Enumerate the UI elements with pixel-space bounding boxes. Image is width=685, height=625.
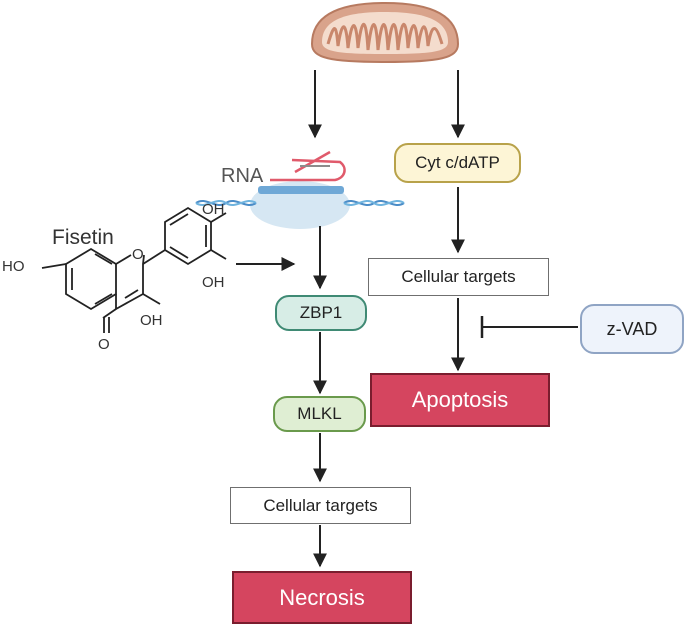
oh-bottom-label: OH	[140, 312, 163, 329]
oh-top-label: OH	[202, 201, 225, 218]
rna-label: RNA	[221, 165, 264, 187]
fisetin-structure	[41, 206, 227, 333]
cellular-targets-apoptosis-box: Cellular targets	[368, 258, 549, 296]
mitochondrion-icon	[310, 1, 460, 64]
fisetin-label: Fisetin	[52, 226, 114, 249]
oh-right-label: OH	[202, 274, 225, 291]
z-vad-box: z-VAD	[580, 304, 684, 354]
cyt-c-datp-box: Cyt c/dATP	[394, 143, 521, 183]
ring-oxygen-label: O	[132, 246, 144, 263]
rna-dna-icon	[195, 150, 405, 229]
necrosis-box: Necrosis	[232, 571, 412, 624]
ho-label: HO	[2, 258, 25, 275]
carbonyl-oxygen-label: O	[98, 336, 110, 353]
inhibition-line	[480, 316, 578, 338]
cellular-targets-necrosis-box: Cellular targets	[230, 487, 411, 524]
zbp1-box: ZBP1	[275, 295, 367, 331]
apoptosis-box: Apoptosis	[370, 373, 550, 427]
mlkl-box: MLKL	[273, 396, 366, 432]
